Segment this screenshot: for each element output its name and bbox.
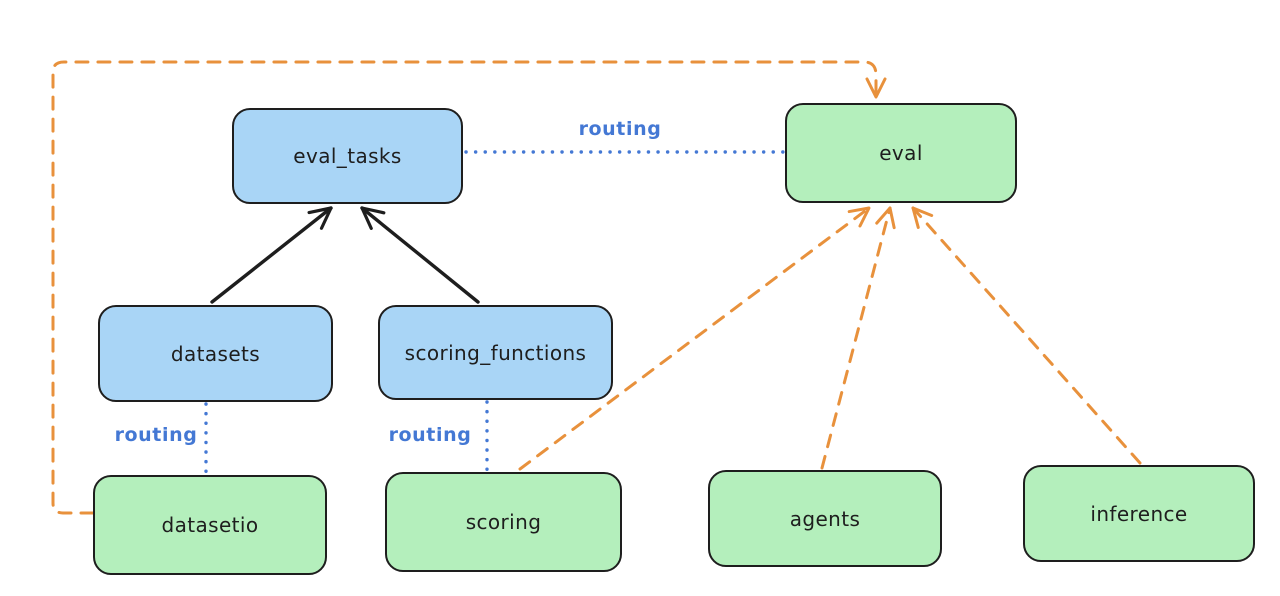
node-datasets: datasets [98, 305, 333, 402]
edge-label-routing-eval-tasks-eval: routing [578, 118, 662, 140]
node-datasetio-label: datasetio [161, 513, 259, 537]
node-scoring: scoring [385, 472, 622, 572]
edge-datasets-to-eval-tasks [210, 206, 333, 304]
edge-datasetio-to-eval-loop [51, 60, 887, 515]
edge-label-routing-scoring-functions-scoring: routing [388, 424, 472, 446]
node-eval: eval [785, 103, 1017, 203]
node-datasets-label: datasets [170, 341, 261, 366]
edge-inference-to-eval [911, 206, 1142, 465]
edge-scoring-to-eval [518, 206, 871, 471]
node-eval-tasks: eval_tasks [232, 108, 463, 204]
node-agents: agents [708, 470, 942, 567]
node-eval-tasks-label: eval_tasks [293, 144, 402, 168]
node-datasetio: datasetio [93, 475, 327, 575]
edge-label-routing-datasets-datasetio: routing [114, 424, 198, 446]
node-scoring-label: scoring [465, 510, 542, 534]
edge-scoring-functions-to-eval-tasks [360, 206, 480, 304]
node-inference-label: inference [1090, 501, 1188, 526]
node-agents-label: agents [789, 506, 861, 531]
node-inference: inference [1023, 465, 1255, 562]
node-scoring-functions: scoring_functions [378, 305, 613, 400]
node-scoring-functions-label: scoring_functions [404, 340, 587, 365]
edge-agents-to-eval [820, 206, 896, 470]
node-eval-label: eval [879, 141, 923, 165]
